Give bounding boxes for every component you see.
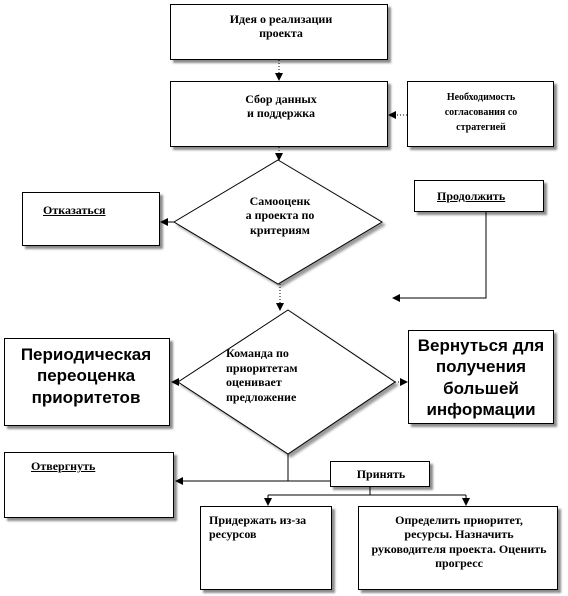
node-continue-label: Продолжить xyxy=(437,189,506,203)
arrow-continue-feedback xyxy=(392,212,487,302)
node-return: Вернуться для получения большей информац… xyxy=(408,330,554,424)
node-define: Определить приоритет, ресурсы. Назначить… xyxy=(358,506,558,590)
decision-diamond-selfeval xyxy=(173,159,383,285)
node-collect-label: Сбор данных и поддержка xyxy=(245,92,317,121)
node-accept: Принять xyxy=(330,461,430,487)
node-reject: Отвергнуть xyxy=(4,452,174,518)
node-periodic-label: Периодическая переоценка приоритетов xyxy=(20,345,152,407)
node-refuse-label: Отказаться xyxy=(43,203,106,217)
node-refuse: Отказаться xyxy=(22,192,160,246)
node-necessity-label: Необходимость согласования со стратегией xyxy=(444,92,518,133)
node-selfeval-label: Самооценк а проекта по критериям xyxy=(245,194,315,237)
node-define-label: Определить приоритет, ресурсы. Назначить… xyxy=(371,513,547,571)
node-hold-label: Придержать из-за ресурсов xyxy=(209,513,307,542)
node-accept-label: Принять xyxy=(356,467,406,481)
node-committee-label: Команда по приоритетам оценивает предлож… xyxy=(226,346,298,404)
node-necessity: Необходимость согласования со стратегией xyxy=(407,81,554,147)
node-idea: Идея о реализации проекта xyxy=(170,4,388,60)
node-hold: Придержать из-за ресурсов xyxy=(200,506,332,590)
node-periodic: Периодическая переоценка приоритетов xyxy=(4,338,170,426)
node-collect: Сбор данных и поддержка xyxy=(170,81,388,147)
node-continue: Продолжить xyxy=(414,180,544,212)
node-reject-label: Отвергнуть xyxy=(31,459,96,473)
node-return-label: Вернуться для получения большей информац… xyxy=(417,336,545,419)
node-idea-label: Идея о реализации проекта xyxy=(229,12,333,41)
